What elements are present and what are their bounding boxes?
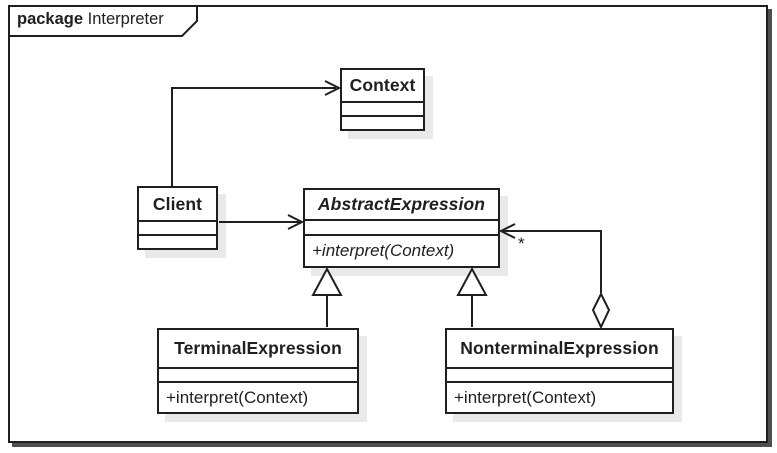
attributes-compartment: [139, 220, 216, 234]
class-nonterminal-expression: NonterminalExpression +interpret(Context…: [445, 328, 674, 414]
methods-compartment: [342, 115, 423, 129]
package-keyword: package: [17, 10, 84, 28]
method-label: +interpret(Context): [159, 381, 357, 412]
method-label: +interpret(Context): [447, 381, 672, 412]
attributes-compartment: [447, 367, 672, 381]
attributes-compartment: [305, 219, 498, 234]
class-title: TerminalExpression: [174, 338, 342, 358]
package-name: Interpreter: [87, 10, 164, 28]
class-title: Context: [349, 75, 416, 95]
class-context: Context: [340, 68, 425, 131]
attributes-compartment: [342, 101, 423, 115]
class-client: Client: [137, 186, 218, 250]
attributes-compartment: [159, 367, 357, 381]
multiplicity-label: *: [518, 234, 525, 253]
class-title: Client: [152, 193, 203, 214]
package-title: package Interpreter: [17, 10, 164, 29]
class-title: AbstractExpression: [317, 194, 486, 214]
class-title: NonterminalExpression: [460, 338, 659, 358]
class-terminal-expression: TerminalExpression +interpret(Context): [157, 328, 359, 414]
methods-compartment: [139, 234, 216, 248]
class-abstract-expression: AbstractExpression +interpret(Context): [303, 188, 500, 268]
method-label: +interpret(Context): [305, 234, 498, 266]
